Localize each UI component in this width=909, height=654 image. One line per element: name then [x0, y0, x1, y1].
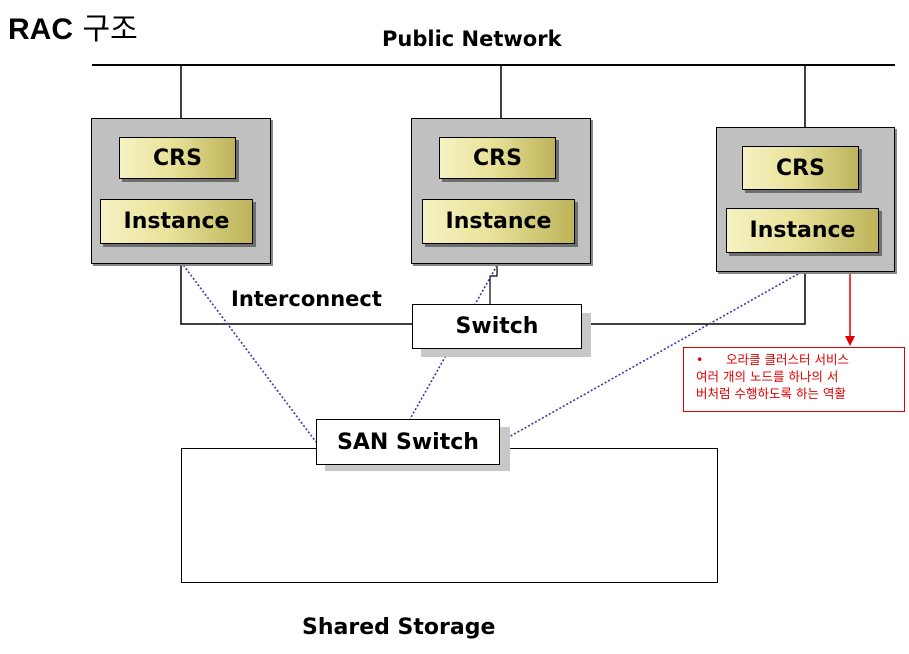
node-1: CRS Instance: [91, 118, 271, 264]
callout-bullet: •: [696, 352, 704, 367]
node-2: CRS Instance: [411, 118, 591, 264]
callout-arrow-head: [845, 336, 855, 346]
callout-line-1: 오라클 클러스터 서비스: [726, 352, 849, 367]
interconnect-node1: [180, 262, 412, 325]
node-3: CRS Instance: [716, 127, 895, 272]
crs-callout: • 오라클 클러스터 서비스 여러 개의 노드를 하나의 서 버처럼 수행하도록…: [683, 347, 905, 412]
crs-box: CRS: [439, 137, 556, 179]
instance-box: Instance: [100, 199, 253, 244]
crs-box: CRS: [742, 146, 859, 190]
crs-box: CRS: [119, 137, 236, 179]
san-link-node1: [180, 261, 317, 443]
callout-line-2: 여러 개의 노드를 하나의 서: [696, 369, 839, 384]
san-switch: SAN Switch: [316, 419, 500, 465]
interconnect-node3: [582, 270, 806, 325]
instance-box: Instance: [422, 199, 575, 244]
public-network-label: Public Network: [382, 27, 562, 51]
interconnect-node2: [489, 262, 498, 304]
callout-line-3: 버처럼 수행하도록 하는 역활: [696, 386, 846, 401]
interconnect-switch: Switch: [412, 304, 582, 349]
instance-box: Instance: [726, 208, 879, 253]
page-title: RAC 구조: [8, 12, 138, 47]
interconnect-label: Interconnect: [231, 287, 382, 311]
shared-storage-label: Shared Storage: [302, 615, 496, 640]
